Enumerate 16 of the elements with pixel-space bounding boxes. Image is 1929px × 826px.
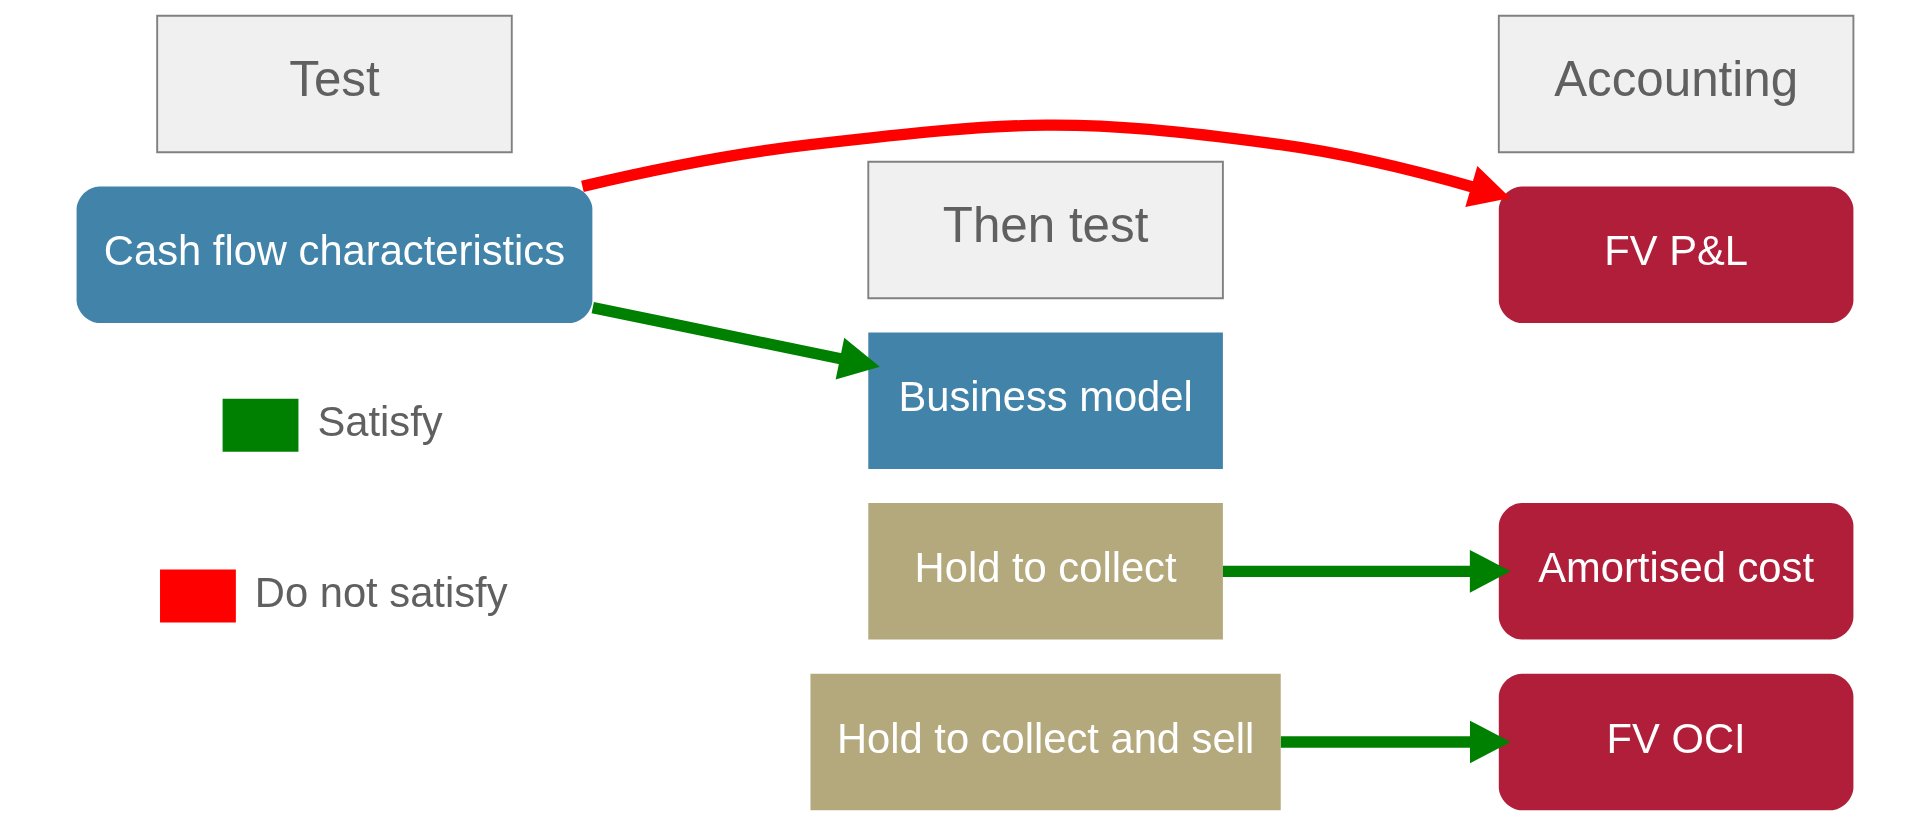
arrow: [580, 119, 1510, 208]
arrow: [1222, 549, 1511, 593]
legend-label: Satisfy: [316, 397, 443, 445]
node-box: Hold to collect: [867, 503, 1223, 640]
node-box: Hold to collect and sell: [809, 673, 1281, 811]
node-box: FV OCI: [1498, 673, 1853, 811]
arrow: [1280, 720, 1511, 764]
arrow: [591, 302, 880, 380]
node-box: Cash flow characteristics: [76, 186, 592, 323]
label: Accounting: [1553, 50, 1798, 106]
node-box: Amortised cost: [1498, 503, 1853, 640]
legend-label: Do not satisfy: [254, 568, 507, 616]
node-box: Business model: [867, 332, 1223, 469]
node-box: FV P&L: [1498, 186, 1853, 323]
label: Test: [288, 50, 380, 106]
label: Then test: [942, 196, 1148, 252]
